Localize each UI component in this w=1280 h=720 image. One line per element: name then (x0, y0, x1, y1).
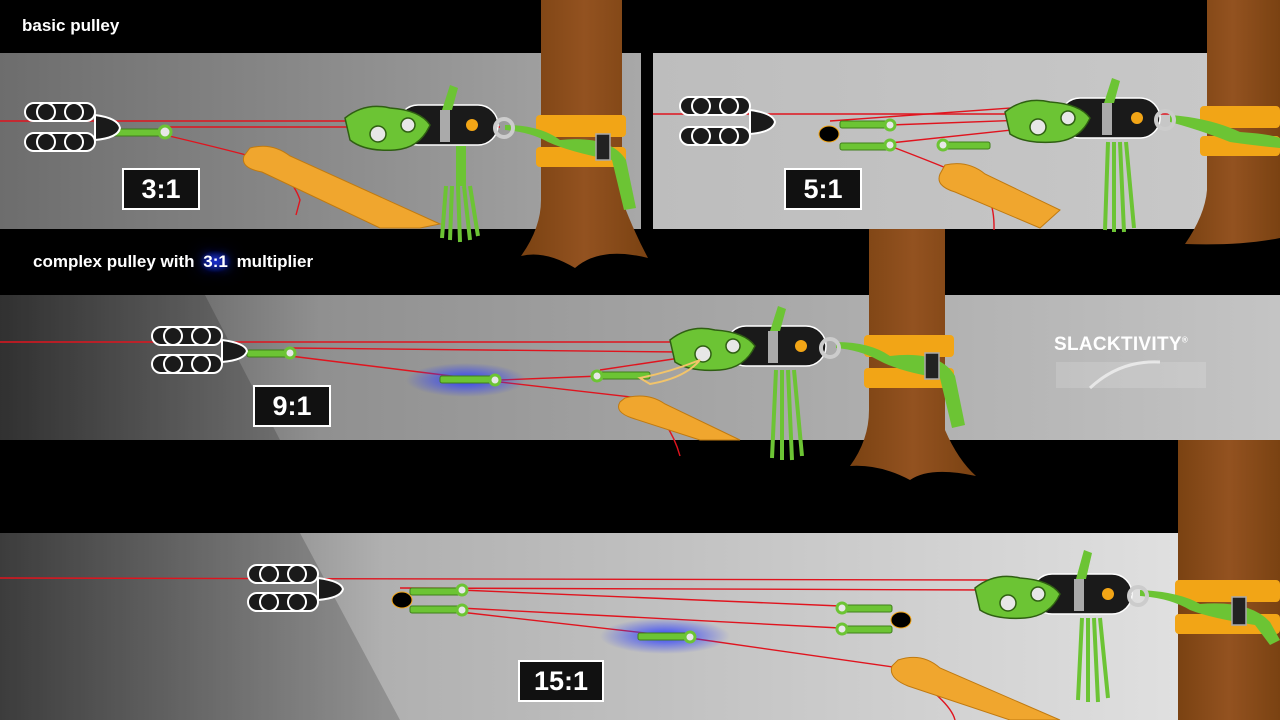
panel-basic-5to1 (653, 53, 1280, 229)
main-pulley-3 (637, 306, 841, 461)
brand-logo: SLACKTIVITY® (1054, 334, 1188, 356)
tree-sling-3 (836, 335, 965, 428)
line-locker-4 (247, 564, 345, 612)
shackle-oval-2 (391, 591, 413, 609)
hand-1 (242, 145, 442, 229)
tree-sling-2 (1170, 106, 1280, 156)
line-locker-1 (24, 102, 122, 152)
ratio-label-9to1: 9:1 (253, 385, 331, 427)
caption-complex-pulley: complex pulley with 3:1 multiplier (33, 250, 314, 273)
line-locker-3 (151, 326, 249, 374)
caption-basic-pulley: basic pulley (22, 16, 120, 35)
caption-complex-prefix: complex pulley with (33, 252, 200, 271)
brand-registered-mark: ® (1181, 335, 1189, 345)
hand-3 (618, 395, 741, 441)
main-pulley-2 (1004, 78, 1176, 233)
caption-complex-suffix: multiplier (231, 252, 314, 271)
hand-2 (938, 163, 1061, 229)
tree-sling-4 (1140, 580, 1280, 645)
tree-sling-1 (505, 115, 636, 210)
brand-name: SLACKTIVITY (1054, 334, 1182, 355)
ratio-label-3to1: 3:1 (122, 168, 200, 210)
line-locker-2 (679, 96, 777, 146)
caption-multiplier-highlight: 3:1 (199, 250, 232, 273)
hand-4 (890, 656, 1061, 720)
shackle-oval-3 (890, 611, 912, 629)
ratio-label-15to1: 15:1 (518, 660, 604, 702)
main-pulley-4 (974, 550, 1149, 703)
pulley-parts (111, 118, 991, 644)
shackle-oval-1 (818, 125, 840, 143)
brand-swoosh (1056, 360, 1206, 390)
ratio-label-5to1: 5:1 (784, 168, 862, 210)
main-pulley-1 (344, 85, 515, 243)
